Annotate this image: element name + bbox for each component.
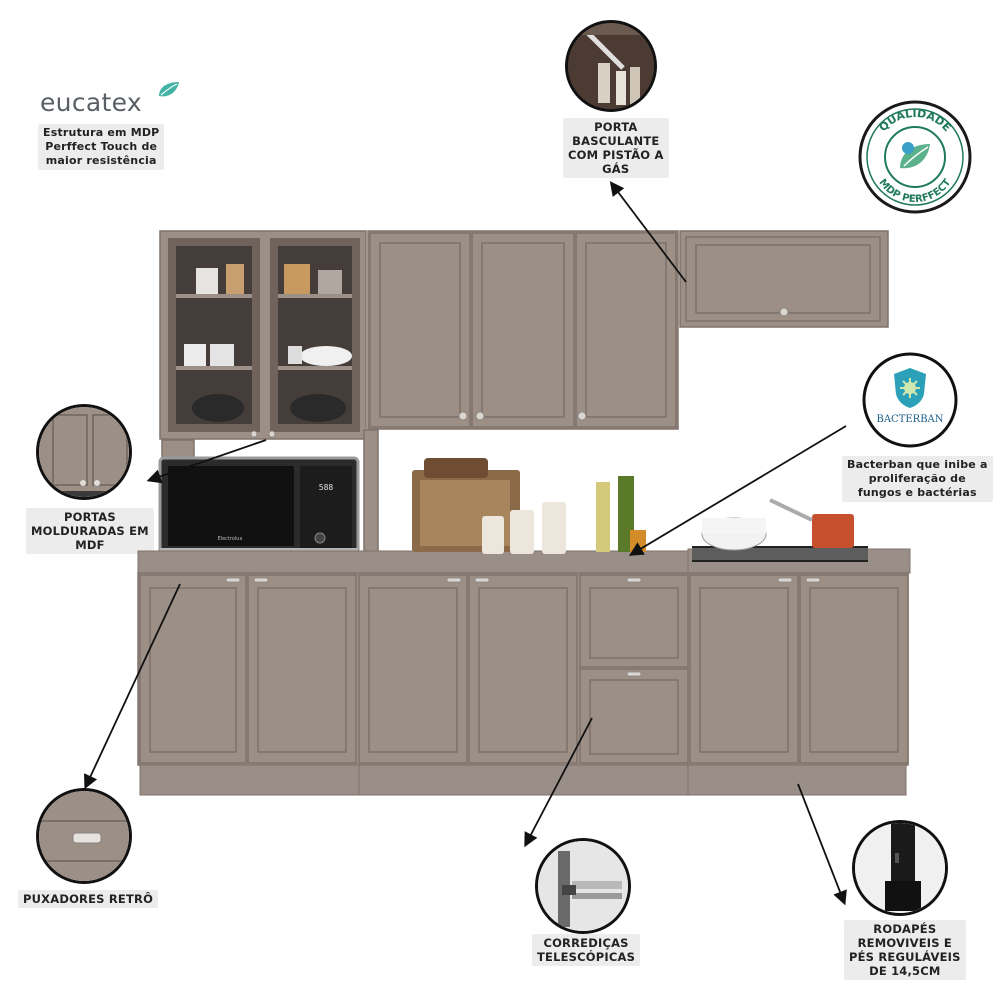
bacterban-wordmark: BACTERBAN	[876, 414, 943, 425]
seal-leaf-icon	[900, 142, 930, 169]
detail-portas-molduradas	[36, 404, 132, 500]
arrow-rodapes	[797, 783, 847, 906]
upper-glass-cabinet	[159, 230, 367, 440]
leaf-icon	[159, 82, 179, 97]
label-porta-basculante: PORTA BASCULANTE COM PISTÃO A GÁS	[563, 118, 669, 178]
eucatex-description: Estrutura em MDP Perffect Touch de maior…	[38, 124, 165, 170]
eucatex-wordmark: eucatex	[40, 88, 142, 117]
arrow-corredicas	[524, 717, 593, 848]
arrow-porta-basculante	[609, 181, 687, 283]
label-corredicas: CORREDIÇAS TELESCÓPICAS	[532, 934, 641, 966]
arrow-portas-molduradas	[146, 439, 267, 484]
detail-puxadores	[36, 788, 132, 884]
detail-rodapes	[852, 820, 948, 916]
arrow-puxadores	[84, 583, 181, 790]
base-cabinets	[137, 572, 909, 766]
arrow-bacterban	[628, 425, 847, 556]
upper-lift-cabinet	[679, 230, 889, 328]
detail-porta-basculante	[565, 20, 657, 112]
microwave-brand: Electrolux	[218, 536, 243, 542]
microwave: 588 Electrolux	[158, 456, 360, 560]
microwave-display: 588	[319, 483, 334, 492]
cooktop	[692, 498, 868, 562]
label-portas-molduradas: PORTAS MOLDURADAS EM MDF	[26, 508, 154, 554]
upper-door-cabinets	[367, 230, 679, 430]
quality-seal: QUALIDADE MDP PERFFECT	[858, 100, 972, 214]
label-rodapes: RODAPÉS REMOVIVEIS E PÉS REGULÁVEIS DE 1…	[844, 920, 966, 980]
bacterban-logo: BACTERBAN	[862, 352, 958, 448]
canisters	[482, 502, 566, 554]
detail-corredicas	[535, 838, 631, 934]
bacterban-description: Bacterban que inibe a proliferação de fu…	[842, 456, 993, 502]
bottles	[596, 476, 646, 552]
label-puxadores: PUXADORES RETRÔ	[18, 890, 159, 908]
eucatex-logo: eucatex	[40, 82, 179, 117]
